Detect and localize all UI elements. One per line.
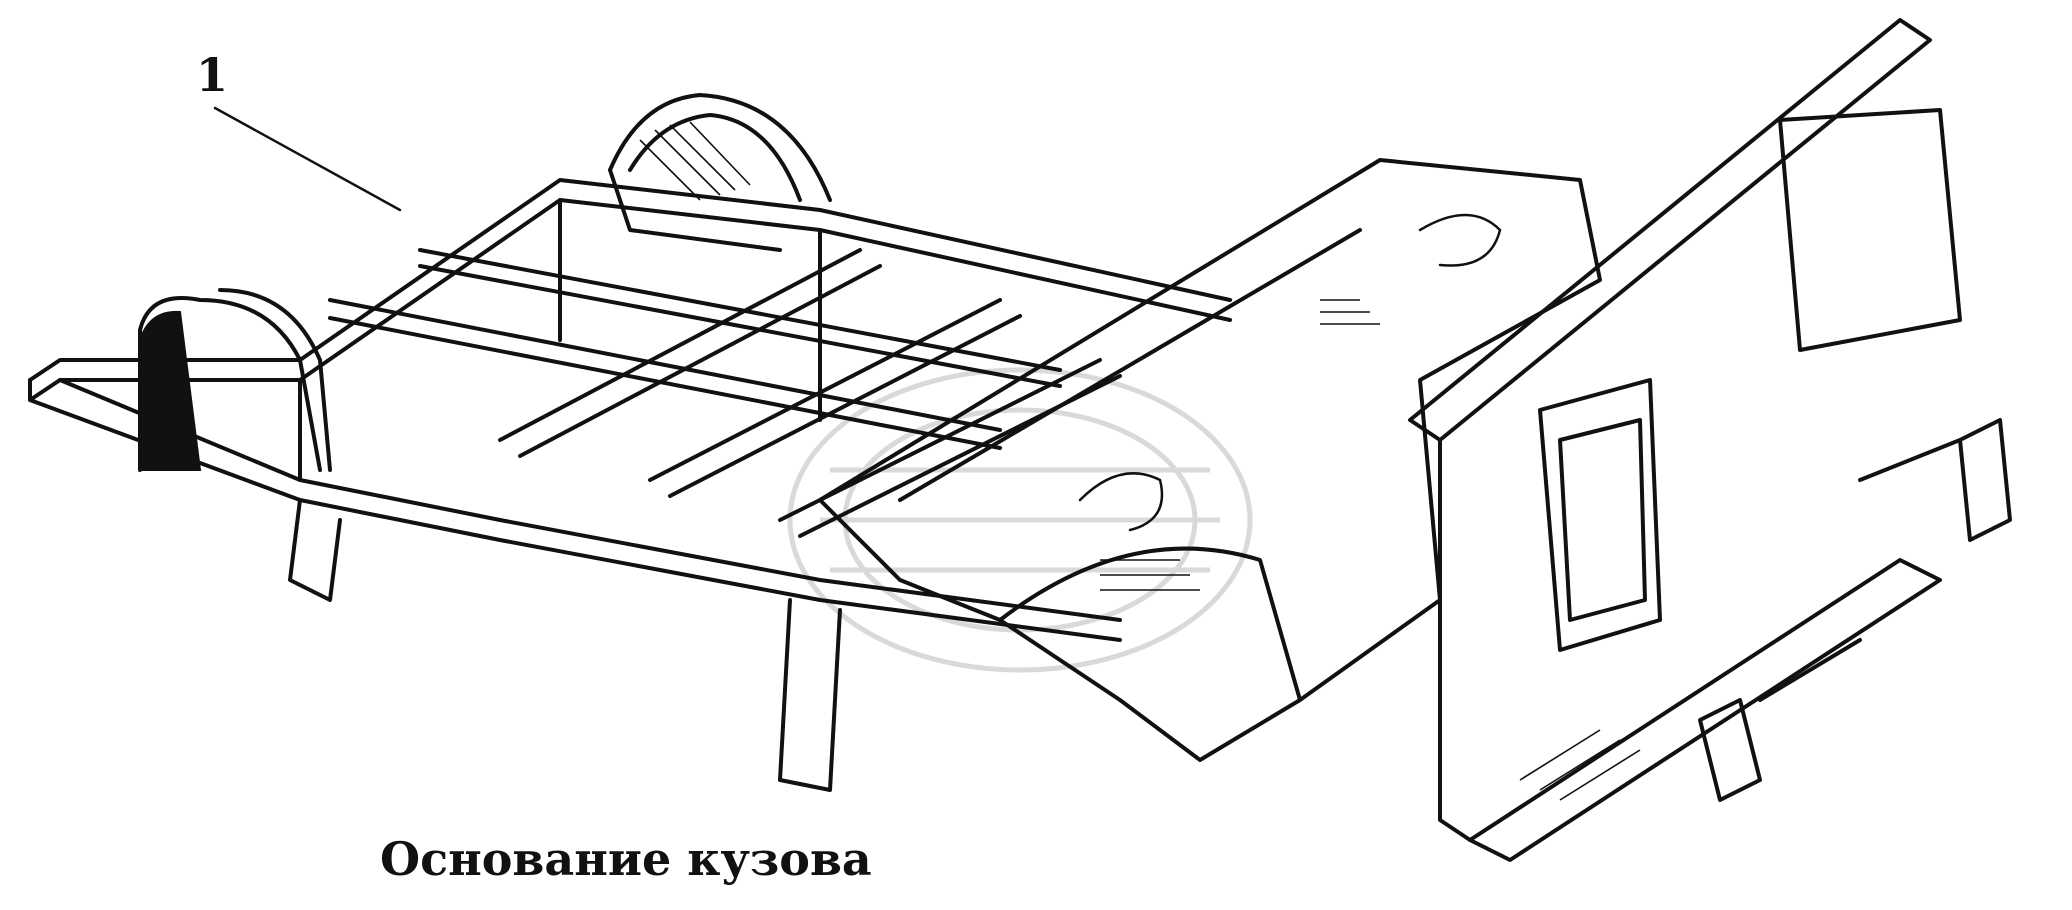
watermark-logo <box>787 367 1253 673</box>
front-frame <box>1408 18 2012 862</box>
rear-frame <box>28 178 1232 642</box>
rear-wheel-arch-left <box>138 288 332 472</box>
callout-1-leader <box>213 106 402 212</box>
callout-number-1: 1 <box>196 48 229 102</box>
floor-and-cowl <box>818 158 1602 762</box>
rear-wheel-arch-right <box>608 93 832 252</box>
support-legs <box>288 498 842 792</box>
diagram-caption: Основание кузова <box>380 832 872 886</box>
